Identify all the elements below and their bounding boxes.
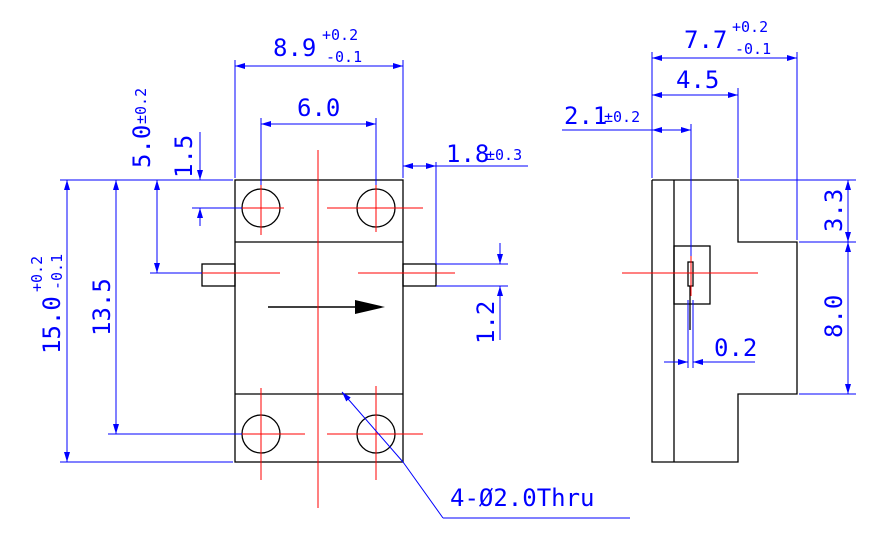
side-dimension-text: 7.7 +0.2 -0.1 4.5 2.1 ±0.2 0.2 3.3 8.0 (564, 18, 848, 362)
right-pin (402, 263, 437, 287)
pin-pos-label: 2.1 (564, 102, 607, 130)
side-pin-housing (673, 245, 711, 305)
depth-tol-minus: -0.1 (735, 40, 771, 58)
pin-length-tol: ±0.3 (486, 146, 522, 164)
height-tol-minus: -0.1 (48, 254, 66, 290)
width-tol-plus: +0.2 (322, 26, 358, 44)
side-body-outline (651, 179, 798, 463)
left-pin (201, 263, 236, 287)
width-label: 8.9 (273, 34, 316, 62)
front-center-lines (183, 150, 455, 508)
depth-tol-plus: +0.2 (732, 18, 768, 36)
middle-label: 8.0 (820, 295, 848, 338)
side-center-lines (622, 256, 758, 296)
side-dimension-lines (562, 52, 856, 395)
front-view (201, 179, 437, 463)
pin-length-label: 1.8 (446, 140, 489, 168)
height-tol-plus: +0.2 (28, 256, 46, 292)
pin-width-label: 1.2 (472, 301, 500, 344)
hole-callout: 4-Ø2.0Thru (450, 484, 595, 512)
hole-spacing-label: 6.0 (297, 94, 340, 122)
pin-offset-label: 5.0 (128, 125, 156, 168)
height-label: 15.0 (38, 296, 66, 354)
hole-offset-label: 1.5 (170, 135, 198, 178)
front-dimension-text: 8.9 +0.2 -0.1 6.0 1.8 ±0.3 4-Ø2.0Thru 15… (28, 26, 595, 512)
direction-arrow-head (355, 300, 385, 314)
upper-step-label: 3.3 (820, 189, 848, 232)
step-label: 4.5 (676, 66, 719, 94)
pin-pos-tol: ±0.2 (604, 108, 640, 126)
thickness-label: 0.2 (714, 334, 757, 362)
front-dimension-lines (60, 60, 630, 519)
pin-offset-tol: ±0.2 (132, 88, 150, 124)
side-view (651, 179, 798, 463)
front-body-outline (234, 179, 404, 463)
inner-height-label: 13.5 (88, 278, 116, 336)
depth-label: 7.7 (684, 26, 727, 54)
width-tol-minus: -0.1 (326, 48, 362, 66)
